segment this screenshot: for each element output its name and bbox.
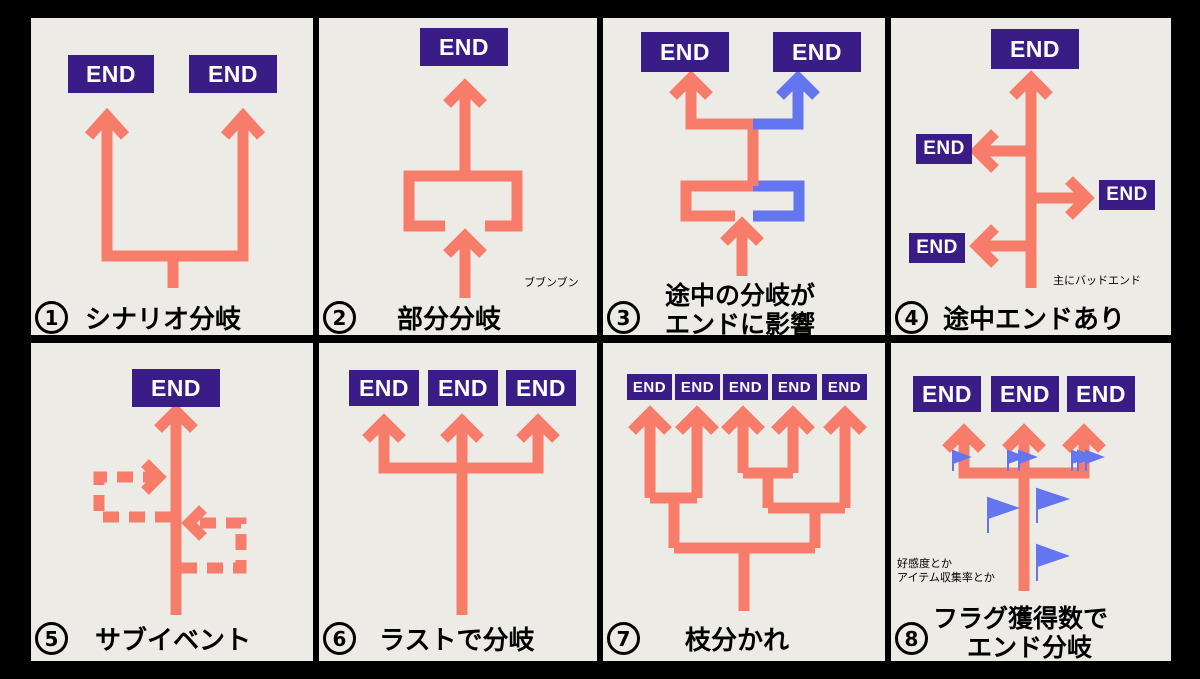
panel-3-diagram xyxy=(669,70,820,276)
panel-caption: サブイベント xyxy=(95,626,252,656)
panel-6: END END END 6 ラストで分岐 xyxy=(319,343,597,661)
panel-note: 主にバッドエンド xyxy=(1053,274,1141,287)
panel-caption: 部分分岐 xyxy=(397,305,502,335)
panel-caption-line1: フラグ獲得数で xyxy=(933,604,1109,633)
end-box: END xyxy=(675,374,720,400)
panel-caption: シナリオ分岐 xyxy=(85,305,242,335)
end-box: END xyxy=(916,134,972,164)
panel-number: 6 xyxy=(323,622,356,655)
panel-caption: ラストで分岐 xyxy=(379,626,535,656)
panel-1-diagram xyxy=(84,107,266,288)
panel-5: END 5 サブイベント xyxy=(31,343,313,661)
panel-7-diagram xyxy=(628,405,867,611)
panel-3: END END 3 途中の分岐が エンドに影響 xyxy=(603,18,885,335)
panel-2: END ブブンブン 2 部分分岐 xyxy=(319,18,597,335)
panel-number: 5 xyxy=(35,622,68,655)
end-box: END xyxy=(773,32,861,72)
panel-note-line1: 好感度とか xyxy=(897,557,952,570)
end-box: END xyxy=(189,55,277,93)
end-box: END xyxy=(420,28,508,66)
panel-8-diagram xyxy=(942,423,1106,591)
end-box: END xyxy=(506,370,576,406)
end-box: END xyxy=(909,233,965,263)
panel-1: END END 1 シナリオ分岐 xyxy=(31,18,313,335)
end-box: END xyxy=(1099,180,1155,210)
end-box: END xyxy=(913,376,981,412)
panel-5-diagram xyxy=(93,403,247,615)
end-box: END xyxy=(991,29,1079,69)
panel-number: 3 xyxy=(607,301,640,334)
panel-note: ブブンブン xyxy=(524,276,579,289)
panel-8: END END END 好感度とか アイテム収集率とか 8 フラグ獲得数で エン… xyxy=(891,343,1171,661)
end-box: END xyxy=(428,370,498,406)
end-box: END xyxy=(641,32,729,72)
panel-number: 7 xyxy=(607,622,640,655)
panel-caption-line2: エンドに影響 xyxy=(665,310,816,335)
panel-caption: 枝分かれ xyxy=(685,626,790,656)
panel-number: 8 xyxy=(895,622,928,655)
end-box: END xyxy=(1067,376,1135,412)
end-box: END xyxy=(822,374,867,400)
panel-caption-line2: エンド分岐 xyxy=(967,633,1093,661)
panel-2-diagram xyxy=(403,78,523,298)
end-box: END xyxy=(991,376,1059,412)
panel-caption-line1: 途中の分岐が xyxy=(665,281,816,310)
end-box: END xyxy=(723,374,768,400)
end-box: END xyxy=(627,374,672,400)
panel-caption: 途中エンドあり xyxy=(943,305,1126,335)
end-box: END xyxy=(772,374,817,400)
panel-4-diagram xyxy=(969,70,1095,288)
end-box: END xyxy=(132,369,220,407)
end-box: END xyxy=(349,370,419,406)
panel-4: END END END END 主にバッドエンド 4 途中エンドあり xyxy=(891,18,1171,335)
panel-number: 1 xyxy=(35,301,68,334)
end-box: END xyxy=(68,55,154,93)
panel-number: 2 xyxy=(323,301,356,334)
panel-6-diagram xyxy=(362,413,560,615)
panel-number: 4 xyxy=(895,301,928,334)
flag-icons xyxy=(952,449,1105,581)
panel-7: END END END END END 7 枝分かれ xyxy=(603,343,885,661)
panel-note-line2: アイテム収集率とか xyxy=(897,571,995,584)
